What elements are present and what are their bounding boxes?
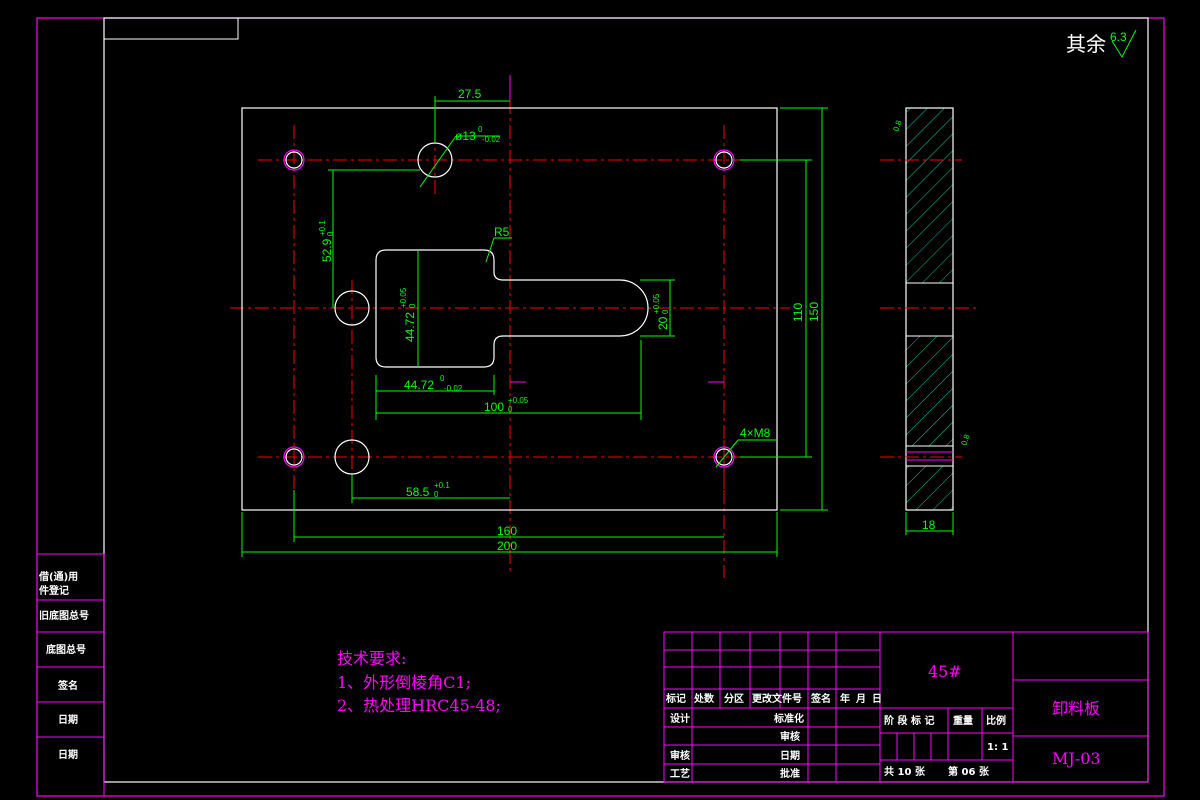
rev-header-count: 处数 [693, 692, 715, 705]
inner-frame [103, 17, 1149, 783]
dim-20: 20 [656, 316, 670, 330]
sheets-total: 共 10 张 [884, 765, 926, 778]
dim-44-72-h-tol-up: 0 [440, 374, 445, 383]
dim-44-72-h-tol-dn: -0.02 [444, 384, 463, 393]
dim-200: 200 [497, 539, 517, 553]
dim-r5: R5 [494, 225, 510, 239]
plate-outline [241, 107, 778, 511]
dim-4xm8: 4×M8 [740, 426, 771, 440]
dim-hole13: ø13 [455, 129, 476, 143]
dim-44-72-v: 44.72 [403, 312, 417, 342]
rev-header-zone: 分区 [724, 692, 744, 705]
label-weight: 重量 [953, 714, 973, 727]
dim-27-5: 27.5 [458, 87, 482, 101]
label-check: 审核 [670, 749, 690, 762]
label-standardize: 标准化 [773, 712, 804, 725]
stamp-date-1: 日期 [58, 713, 78, 726]
label-review: 审核 [780, 730, 800, 743]
dim-18: 18 [922, 518, 936, 532]
stamp-old-total: 旧底图总号 [39, 609, 89, 622]
rev-header-year: 年 [840, 692, 850, 705]
label-stage: 阶 段 标 记 [884, 714, 934, 727]
part-name: 卸料板 [1052, 699, 1100, 718]
dim-44-72-h: 44.72 [404, 378, 434, 392]
center-lines [230, 75, 790, 575]
label-design: 设计 [670, 712, 690, 725]
side-roughness-top: 0.8 [891, 119, 903, 133]
label-process: 工艺 [670, 767, 690, 780]
label-scale: 比例 [986, 714, 1006, 727]
title-block-grid [663, 631, 1149, 783]
dim-58-5-tol-up: +0.1 [434, 481, 450, 490]
dim-58-5: 58.5 [406, 485, 430, 499]
dim-44-72-v-tol-dn: 0 [408, 303, 417, 308]
material: 45# [928, 662, 962, 681]
label-date-short: 日期 [780, 749, 800, 762]
dim-110: 110 [791, 303, 805, 322]
dim-52-9-tol-dn: 0 [326, 231, 335, 236]
roughness-value: 6.3 [1110, 30, 1127, 44]
dim-hole13-tol-dn: -0.02 [482, 135, 501, 144]
side-view [880, 107, 978, 535]
stamp-borrow: 借(通)用 [38, 570, 78, 583]
tech-item-1: 1、外形倒棱角C1; [337, 673, 471, 692]
roughness-symbol [1111, 29, 1137, 59]
left-stamp-grid [36, 553, 105, 797]
marks [509, 75, 724, 383]
m8-holes [283, 149, 735, 468]
dim-52-9-tol-up: +0.1 [318, 220, 327, 236]
dim-100-tol-dn: 0 [508, 405, 513, 414]
side-roughness-bot: 0.8 [959, 433, 971, 447]
rev-header-month: 月 [855, 693, 866, 705]
dim-20-tol-dn: 0 [661, 309, 670, 314]
dim-58-5-tol-dn: 0 [434, 490, 439, 499]
roughness-label: 其余 [1066, 32, 1106, 56]
rev-header-sign: 签名 [810, 692, 831, 705]
rev-header-file: 更改文件号 [752, 692, 802, 705]
sheet-number: 第 06 张 [948, 765, 990, 778]
stamp-total: 底图总号 [46, 643, 86, 656]
dim-160: 160 [497, 524, 517, 538]
drawing-number: MJ-03 [1052, 749, 1101, 768]
scale-value: 1: 1 [987, 742, 1008, 753]
dim-20-tol-up: +0.05 [652, 293, 661, 314]
tech-title: 技术要求: [337, 649, 406, 668]
stamp-date-2: 日期 [58, 748, 78, 761]
tech-item-2: 2、热处理HRC45-48; [337, 696, 501, 715]
outer-frame [36, 17, 1165, 797]
corner-tag-box [103, 17, 239, 40]
cutout-profile [375, 249, 649, 368]
dim-44-72-v-tol-up: +0.05 [399, 287, 408, 308]
dim-100: 100 [484, 400, 504, 414]
dim-52-9: 52.9 [320, 238, 334, 262]
stamp-register: 件登记 [39, 584, 69, 597]
rev-header-day: 日 [872, 693, 882, 705]
dimension-lines [241, 96, 828, 557]
dim-150: 150 [807, 302, 821, 322]
label-approve: 批准 [780, 767, 800, 780]
dim-hole13-tol-up: 0 [478, 125, 483, 134]
rev-header-mark: 标记 [665, 692, 686, 705]
stamp-sign: 签名 [57, 679, 78, 692]
dim-100-tol-up: +0.05 [508, 396, 529, 405]
